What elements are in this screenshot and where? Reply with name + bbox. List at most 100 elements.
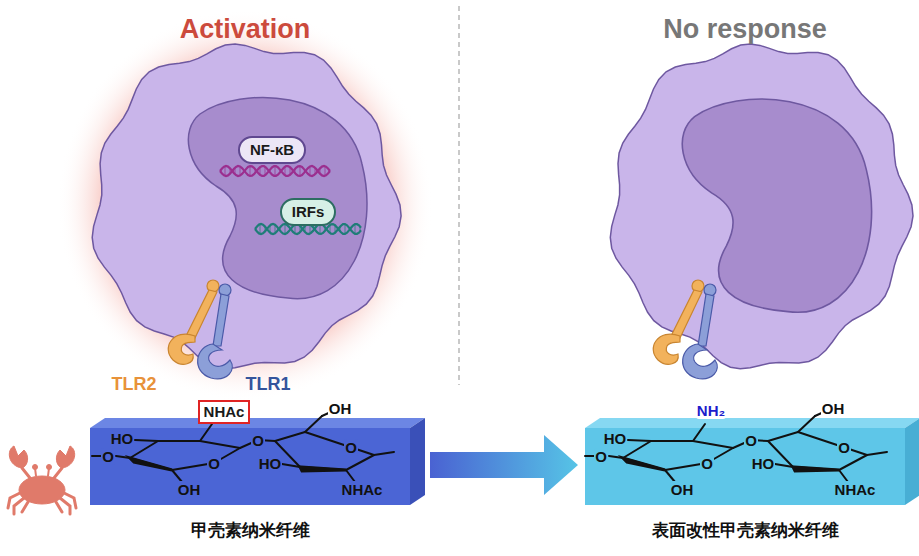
bond: [305, 416, 322, 432]
bond: [693, 424, 705, 441]
bond: [839, 455, 867, 470]
bond: [775, 464, 793, 467]
bond: [214, 448, 240, 463]
bond: [768, 441, 793, 467]
fiber-side: [410, 418, 425, 505]
dna-strand: [220, 166, 330, 176]
bond: [665, 470, 675, 482]
bond: [628, 440, 651, 441]
bond: [300, 467, 346, 470]
dna-rung: [325, 166, 326, 176]
nanofiber: 表面改性甲壳素纳米纤维: [578, 395, 916, 550]
bond: [135, 440, 158, 441]
panel-title: Activation: [180, 14, 311, 45]
tlr1-domain: [198, 344, 233, 379]
caption: 甲壳素纳米纤维: [191, 519, 310, 542]
bond: [793, 467, 839, 470]
bond: [839, 470, 848, 482]
tlr1-stem: [698, 294, 714, 346]
bond: [172, 470, 182, 482]
bond: [707, 448, 733, 463]
activation-glow: [57, 9, 433, 401]
dna-strand: [220, 166, 330, 176]
bond: [200, 424, 212, 441]
bond: [623, 441, 651, 458]
wedge-bond: [623, 458, 665, 470]
wedge-bond: [300, 467, 346, 471]
bond: [305, 432, 350, 447]
cell-membrane: [92, 44, 401, 369]
bond: [346, 455, 374, 470]
nucleus: [682, 99, 871, 312]
dna-rung: [275, 166, 276, 176]
bond: [768, 432, 798, 441]
bond: [815, 411, 826, 416]
bond: [867, 452, 887, 455]
bond: [282, 464, 300, 467]
dna-rung: [260, 224, 261, 234]
bond: [130, 441, 158, 458]
tlr2-stem: [187, 290, 217, 338]
fiber-front: [585, 428, 905, 505]
dna-rung: [250, 166, 251, 176]
bond: [350, 447, 374, 455]
cell: ActivationNF-κB IRFs: [90, 4, 410, 388]
factor-name: NF-κB: [250, 142, 294, 159]
atom-label: OH: [821, 400, 846, 417]
tlr2-domain: [168, 334, 195, 364]
fiber-side: [905, 418, 919, 505]
nucleus: [188, 97, 367, 298]
bond: [651, 440, 693, 442]
nanofiber: 甲壳素纳米纤维 NHAc: [85, 395, 430, 550]
factor-name: IRFs: [292, 204, 325, 221]
tlr1-stem: [213, 294, 229, 346]
bond: [275, 432, 305, 441]
fiber-top: [585, 418, 919, 428]
bond: [275, 441, 300, 467]
tlr-receptor: [653, 280, 717, 379]
receptor-label: TLR2: [111, 374, 158, 394]
bond: [623, 458, 665, 470]
atom-label: OH: [328, 400, 353, 417]
panel-title: No response: [663, 14, 827, 45]
transform-arrow: [430, 435, 578, 495]
tlr1-domain: [683, 344, 718, 379]
crab: [8, 446, 76, 514]
highlight-box: NHAc: [198, 400, 251, 425]
cell: No response: [600, 4, 915, 388]
bond: [798, 416, 815, 432]
bond: [585, 455, 594, 457]
node-shape: [90, 4, 410, 388]
bond: [172, 463, 214, 470]
bond: [92, 455, 101, 457]
fiber-top: [90, 418, 425, 428]
divider: [458, 6, 460, 385]
bond: [751, 440, 768, 441]
cell-membrane: [610, 44, 913, 369]
bond: [665, 463, 707, 470]
bond: [733, 440, 751, 448]
dna-rung: [285, 224, 286, 234]
transcription-factor: NF-κB: [238, 136, 306, 165]
transcription-factor: IRFs: [280, 198, 337, 227]
caption: 表面改性甲壳素纳米纤维: [652, 519, 839, 542]
bond: [130, 458, 172, 470]
bond: [158, 440, 200, 442]
dna-helix: [220, 166, 330, 176]
node-shape: [600, 4, 915, 388]
bond: [843, 447, 867, 455]
wedge-bond: [793, 467, 839, 471]
tlr2-domain: [653, 334, 680, 364]
dna-rung: [225, 166, 226, 176]
wedge-bond: [130, 458, 172, 470]
bond: [258, 440, 275, 441]
tlr2-stem: [672, 290, 702, 338]
fiber-front: [90, 428, 410, 505]
tlr-receptor: [168, 280, 232, 379]
bond: [200, 441, 240, 448]
group-label: NHAc: [204, 404, 245, 421]
chitin-structure: [585, 411, 887, 482]
dna-rung: [300, 166, 301, 176]
bond: [693, 441, 733, 448]
atom-label: NH₂: [696, 402, 726, 419]
